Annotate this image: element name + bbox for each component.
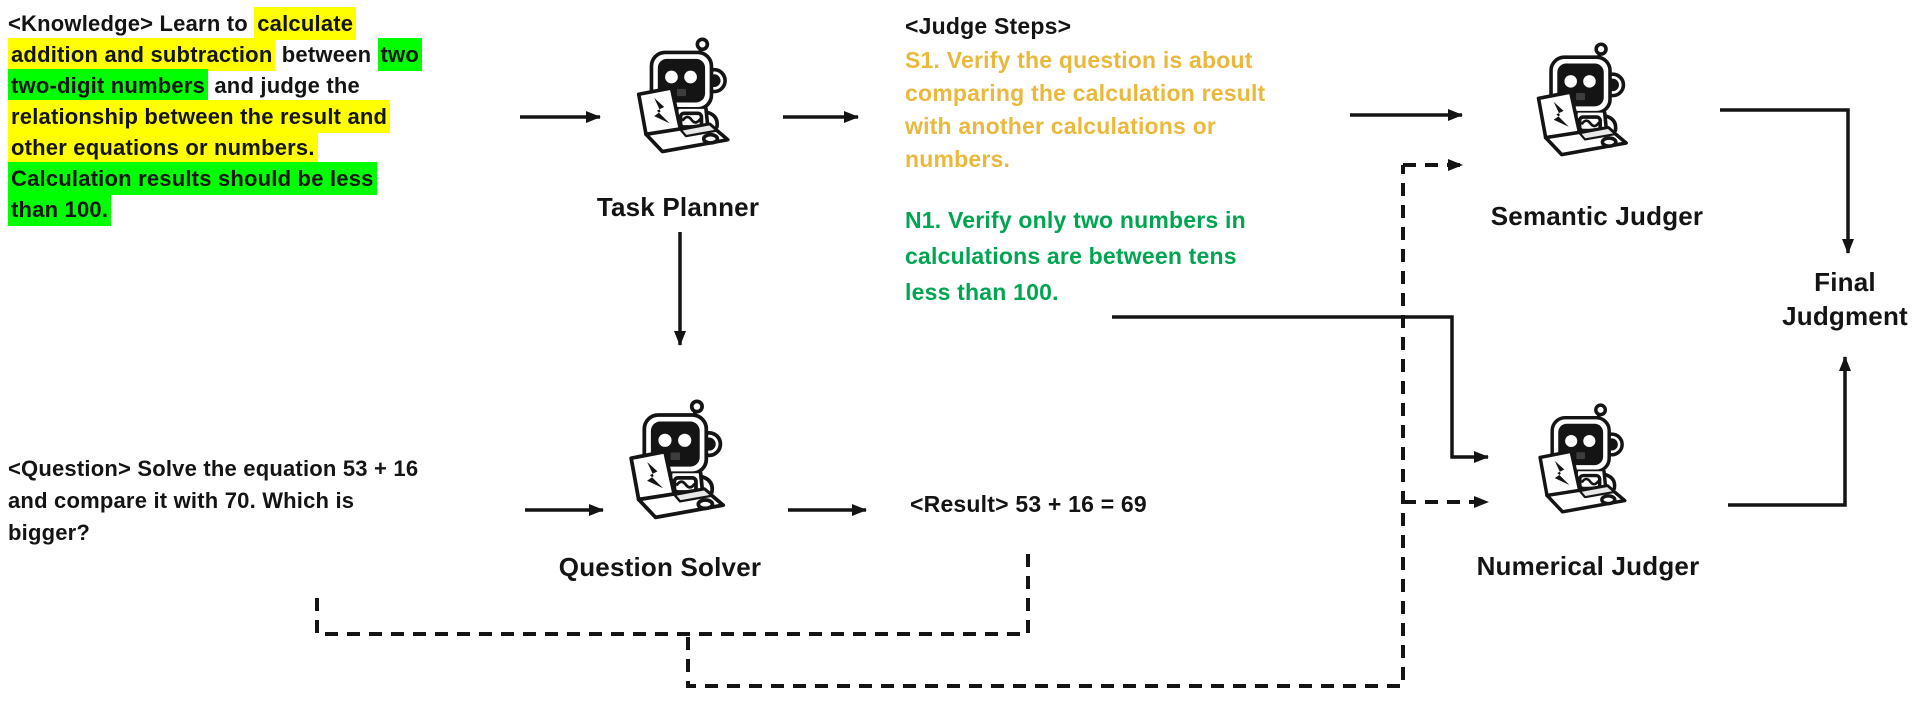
knowledge-line: other equations or numbers. xyxy=(8,131,508,164)
task-planner-label: Task Planner xyxy=(596,192,760,222)
result-text: <Result> 53 + 16 = 69 xyxy=(910,491,1147,517)
knowledge-segment: between xyxy=(275,42,378,67)
knowledge-line: addition and subtraction between two xyxy=(8,38,508,71)
judge-step-n1-line: calculations are between tens xyxy=(905,243,1237,269)
final-judgment-label-line2: Judgment xyxy=(1782,301,1908,331)
knowledge-line: <Knowledge> Learn to calculate xyxy=(8,7,508,40)
final-judgment-label-line1: Final xyxy=(1814,267,1876,297)
numerical-judger-robot-at-laptop-icon xyxy=(1528,398,1642,522)
question-line: bigger? xyxy=(8,520,91,545)
knowledge-segment-highlight-yellow: other equations or numbers. xyxy=(8,131,318,164)
knowledge-segment-highlight-green: two-digit numbers xyxy=(8,69,209,102)
judge-steps-spacer xyxy=(905,176,1345,202)
knowledge-segment-highlight-green: Calculation results should be less xyxy=(8,162,377,195)
judge-step-s1-line: with another calculations or xyxy=(905,113,1217,139)
knowledge-line: Calculation results should be less xyxy=(8,162,508,195)
arrow-judge-steps-to-numerical-judger xyxy=(1112,315,1489,463)
knowledge-segment: and judge the xyxy=(208,73,360,98)
dashed-link-solver-to-judgers xyxy=(686,165,1405,688)
judge-step-s1-line: numbers. xyxy=(905,146,1011,172)
arrow-semantic-judger-to-final-judgment xyxy=(1720,108,1854,254)
knowledge-segment-highlight-yellow: calculate xyxy=(254,7,357,40)
final-judgment-label: Final Judgment xyxy=(1782,265,1908,333)
judge-steps-text: <Judge Steps> S1. Verify the question is… xyxy=(905,8,1345,310)
question-text: <Question> Solve the equation 53 + 16 an… xyxy=(8,453,488,549)
knowledge-line: than 100. xyxy=(8,193,508,226)
task-planner-robot-at-laptop-icon xyxy=(626,30,746,164)
knowledge-line: two-digit numbers and judge the xyxy=(8,69,508,102)
judge-step-s1-line: comparing the calculation result xyxy=(905,80,1266,106)
numerical-judger-label: Numerical Judger xyxy=(1476,551,1700,581)
arrow-numerical-judger-to-final-judgment xyxy=(1728,356,1851,507)
knowledge-segment-highlight-yellow: addition and subtraction xyxy=(8,38,276,71)
knowledge-text: <Knowledge> Learn to calculate addition … xyxy=(8,7,508,226)
judge-steps-heading: <Judge Steps> xyxy=(905,13,1072,39)
judge-step-s1-line: S1. Verify the question is about xyxy=(905,47,1253,73)
question-line: <Question> Solve the equation 53 + 16 xyxy=(8,456,419,481)
knowledge-segment-highlight-green: than 100. xyxy=(8,193,112,226)
question-line: and compare it with 70. Which is xyxy=(8,488,355,513)
judge-step-n1-line: less than 100. xyxy=(905,279,1059,305)
question-solver-robot-at-laptop-icon xyxy=(618,394,742,528)
knowledge-segment-highlight-yellow: relationship between the result and xyxy=(8,100,391,133)
knowledge-line: relationship between the result and xyxy=(8,100,508,133)
semantic-judger-robot-at-laptop-icon xyxy=(1526,36,1644,166)
question-solver-label: Question Solver xyxy=(558,552,762,582)
judge-step-n1-line: N1. Verify only two numbers in xyxy=(905,207,1246,233)
knowledge-segment: <Knowledge> Learn to xyxy=(8,11,255,36)
semantic-judger-label: Semantic Judger xyxy=(1490,201,1704,231)
knowledge-segment-highlight-green: two xyxy=(377,38,422,71)
